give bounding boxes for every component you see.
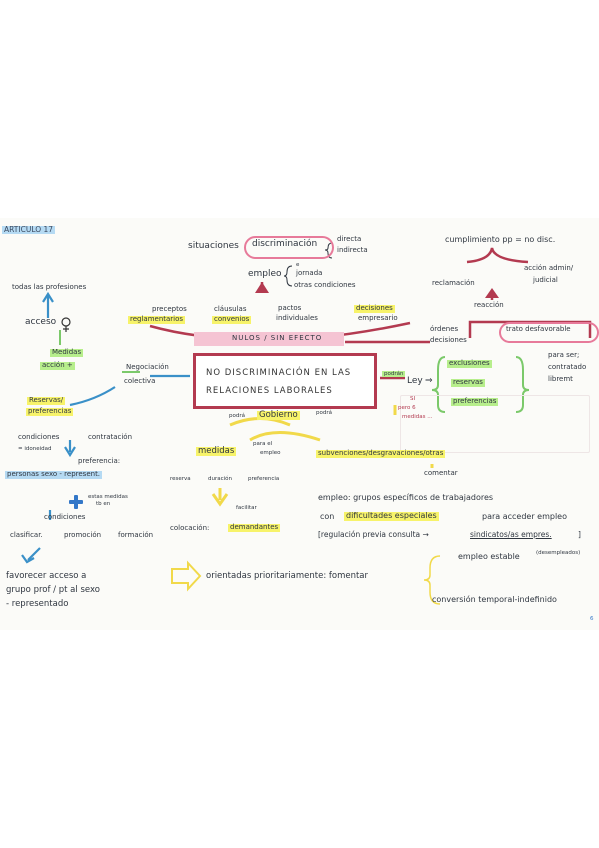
faint-box (400, 395, 590, 453)
convenios-label: convenios (212, 315, 252, 324)
main-topic-line1: NO DISCRIMINACIÓN EN LAS (206, 368, 352, 378)
nulos-label: NULOS / SIN EFECTO (232, 334, 323, 342)
preferencia-bottom-label: preferencia (248, 476, 280, 482)
todas-profesiones-label: todas las profesiones (12, 283, 87, 291)
contratado-label: contratado (548, 363, 587, 371)
ley-label: Ley (407, 376, 423, 386)
preferencias-right-label: preferencias (451, 397, 499, 406)
empleo-label: empleo (248, 269, 282, 279)
reaccion-label: reacción (474, 301, 504, 309)
directa-label: directa (337, 235, 362, 243)
plus-icon (69, 495, 83, 509)
article-tag: ARTICULO 17 (2, 225, 56, 235)
libremt-label: libremt (548, 375, 573, 383)
si-label: SI (410, 396, 416, 402)
arrow-glyph: ⇒ (425, 376, 433, 386)
gobierno-label: Gobierno (257, 410, 300, 421)
medidas-small-label: medidas ... (402, 414, 433, 420)
trato-highlight (499, 322, 599, 343)
podra2-label: podrá (316, 410, 332, 416)
podran-label: podrán (382, 371, 406, 378)
duracion-label: duración (208, 476, 233, 482)
tb-en-label: tb en (96, 501, 111, 507)
preferencias-left-label: preferencias (26, 407, 74, 416)
e-label: e (296, 262, 300, 268)
pero-label: pero 6 (398, 405, 416, 411)
con-label: con (320, 512, 335, 521)
cumplimiento-label: cumplimiento pp = no disc. (445, 235, 556, 244)
estas-medidas-label: estas medidas (88, 494, 128, 500)
personas-label: personas sexo - represent. (5, 470, 103, 479)
reservas-right-label: reservas (451, 378, 485, 387)
colocacion-label: colocación: (170, 524, 210, 532)
accion-admin-label: acción admin/ (524, 264, 574, 272)
empleo-estable-label: empleo estable (458, 552, 520, 561)
colectiva-label: colectiva (124, 377, 156, 385)
notes-page (0, 218, 599, 630)
acceso-label: acceso (25, 317, 57, 327)
conversion-label: conversión temporal-indefinido (432, 595, 557, 604)
formacion-label: formación (118, 531, 154, 539)
comentar-top-label: comentar (424, 469, 458, 477)
main-topic-line2: RELACIONES LABORALES (206, 386, 333, 396)
reglamentarios-label: reglamentarios (128, 315, 186, 324)
orientadas-label: orientadas prioritariamente: fomentar (206, 571, 369, 581)
desempleados-label: (desempleados) (536, 550, 581, 556)
ordenes-label: órdenes (430, 325, 459, 333)
situaciones-label: situaciones (188, 241, 239, 251)
para-el-label: para el (253, 441, 273, 447)
podra-label: podrá (229, 413, 245, 419)
preceptos-label: preceptos (152, 305, 187, 313)
indirecta-label: indirecta (337, 246, 368, 254)
page-mark: 6 (590, 616, 594, 622)
demandantes-label: demandantes (228, 523, 281, 532)
para-ser-label: para ser; (548, 351, 580, 359)
exclusiones-label: exclusiones (447, 359, 492, 368)
medidas-center-label: medidas (196, 446, 237, 457)
discriminacion-highlight (244, 236, 334, 259)
decisiones-emp-label: decisiones (354, 304, 395, 313)
sindicatos-label: sindicatos/as empres. (470, 530, 552, 539)
empresario-label: empresario (358, 314, 398, 322)
empleo-small-label: empleo (260, 450, 281, 456)
empleo-grupos-label: empleo: grupos específicos de trabajador… (318, 493, 494, 502)
facilitar-label: facilitar (236, 505, 257, 511)
dificultades-label: dificultades especiales (344, 511, 439, 521)
para-acceder-label: para acceder empleo (482, 512, 567, 521)
negociacion-label: Negociación (126, 363, 169, 371)
clausulas-label: cláusulas (214, 305, 247, 313)
idoneidad-label: = idoneidad (18, 446, 52, 452)
trato-label: trato desfavorable (506, 325, 571, 333)
medidas-left-label: Medidas (50, 348, 84, 357)
cierra-label: ] (578, 530, 581, 539)
reservas-left-label: Reservas/ (27, 396, 66, 405)
judicial-label: judicial (533, 276, 558, 284)
reclamacion-label: reclamación (432, 279, 475, 287)
discriminacion-label: discriminación (252, 239, 318, 249)
condiciones-label: condiciones (18, 433, 60, 441)
preferencia-left-label: preferencia: (78, 457, 121, 465)
reserva-label: reserva (170, 476, 191, 482)
promocion-label: promoción (64, 531, 102, 539)
individuales-label: individuales (276, 314, 318, 322)
pactos-label: pactos (278, 304, 302, 312)
jornada-label: jornada (296, 269, 323, 277)
otras-condiciones-label: otras condiciones (294, 281, 356, 289)
clasificar-label: clasificar. (10, 531, 43, 539)
subvenciones-label: subvenciones/desgravaciones/otras (316, 449, 446, 458)
favorecer-label: favorecer acceso a (6, 571, 87, 581)
regulacion-label: [regulación previa consulta → (318, 530, 429, 539)
main-topic-box: NO DISCRIMINACIÓN EN LAS RELACIONES LABO… (193, 353, 377, 409)
representado-label: - representado (6, 599, 69, 609)
decisiones-label: decisiones (430, 336, 467, 344)
condiciones2-label: condiciones (44, 513, 86, 521)
nulos-banner (194, 332, 344, 346)
grupo-label: grupo prof / pt al sexo (6, 585, 100, 595)
contratacion-label: contratación (88, 433, 133, 441)
accion-left-label: acción + (40, 361, 75, 370)
